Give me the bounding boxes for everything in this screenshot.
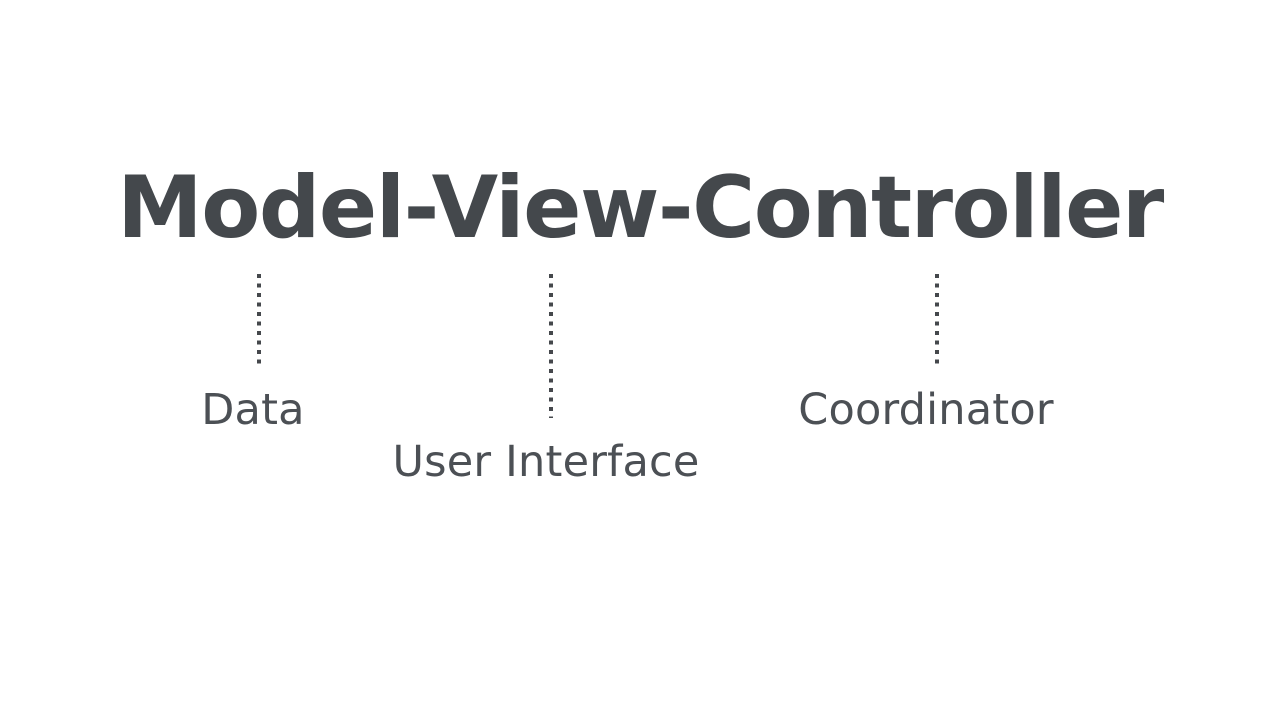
dotted-connector-controller — [935, 274, 939, 369]
dotted-connector-view — [549, 274, 553, 418]
label-controller-coordinator: Coordinator — [798, 385, 1054, 435]
page-title: Model-View-Controller — [117, 158, 1164, 258]
dotted-connector-model — [257, 274, 261, 369]
label-model-data: Data — [201, 385, 305, 435]
label-view-user-interface: User Interface — [392, 437, 700, 487]
